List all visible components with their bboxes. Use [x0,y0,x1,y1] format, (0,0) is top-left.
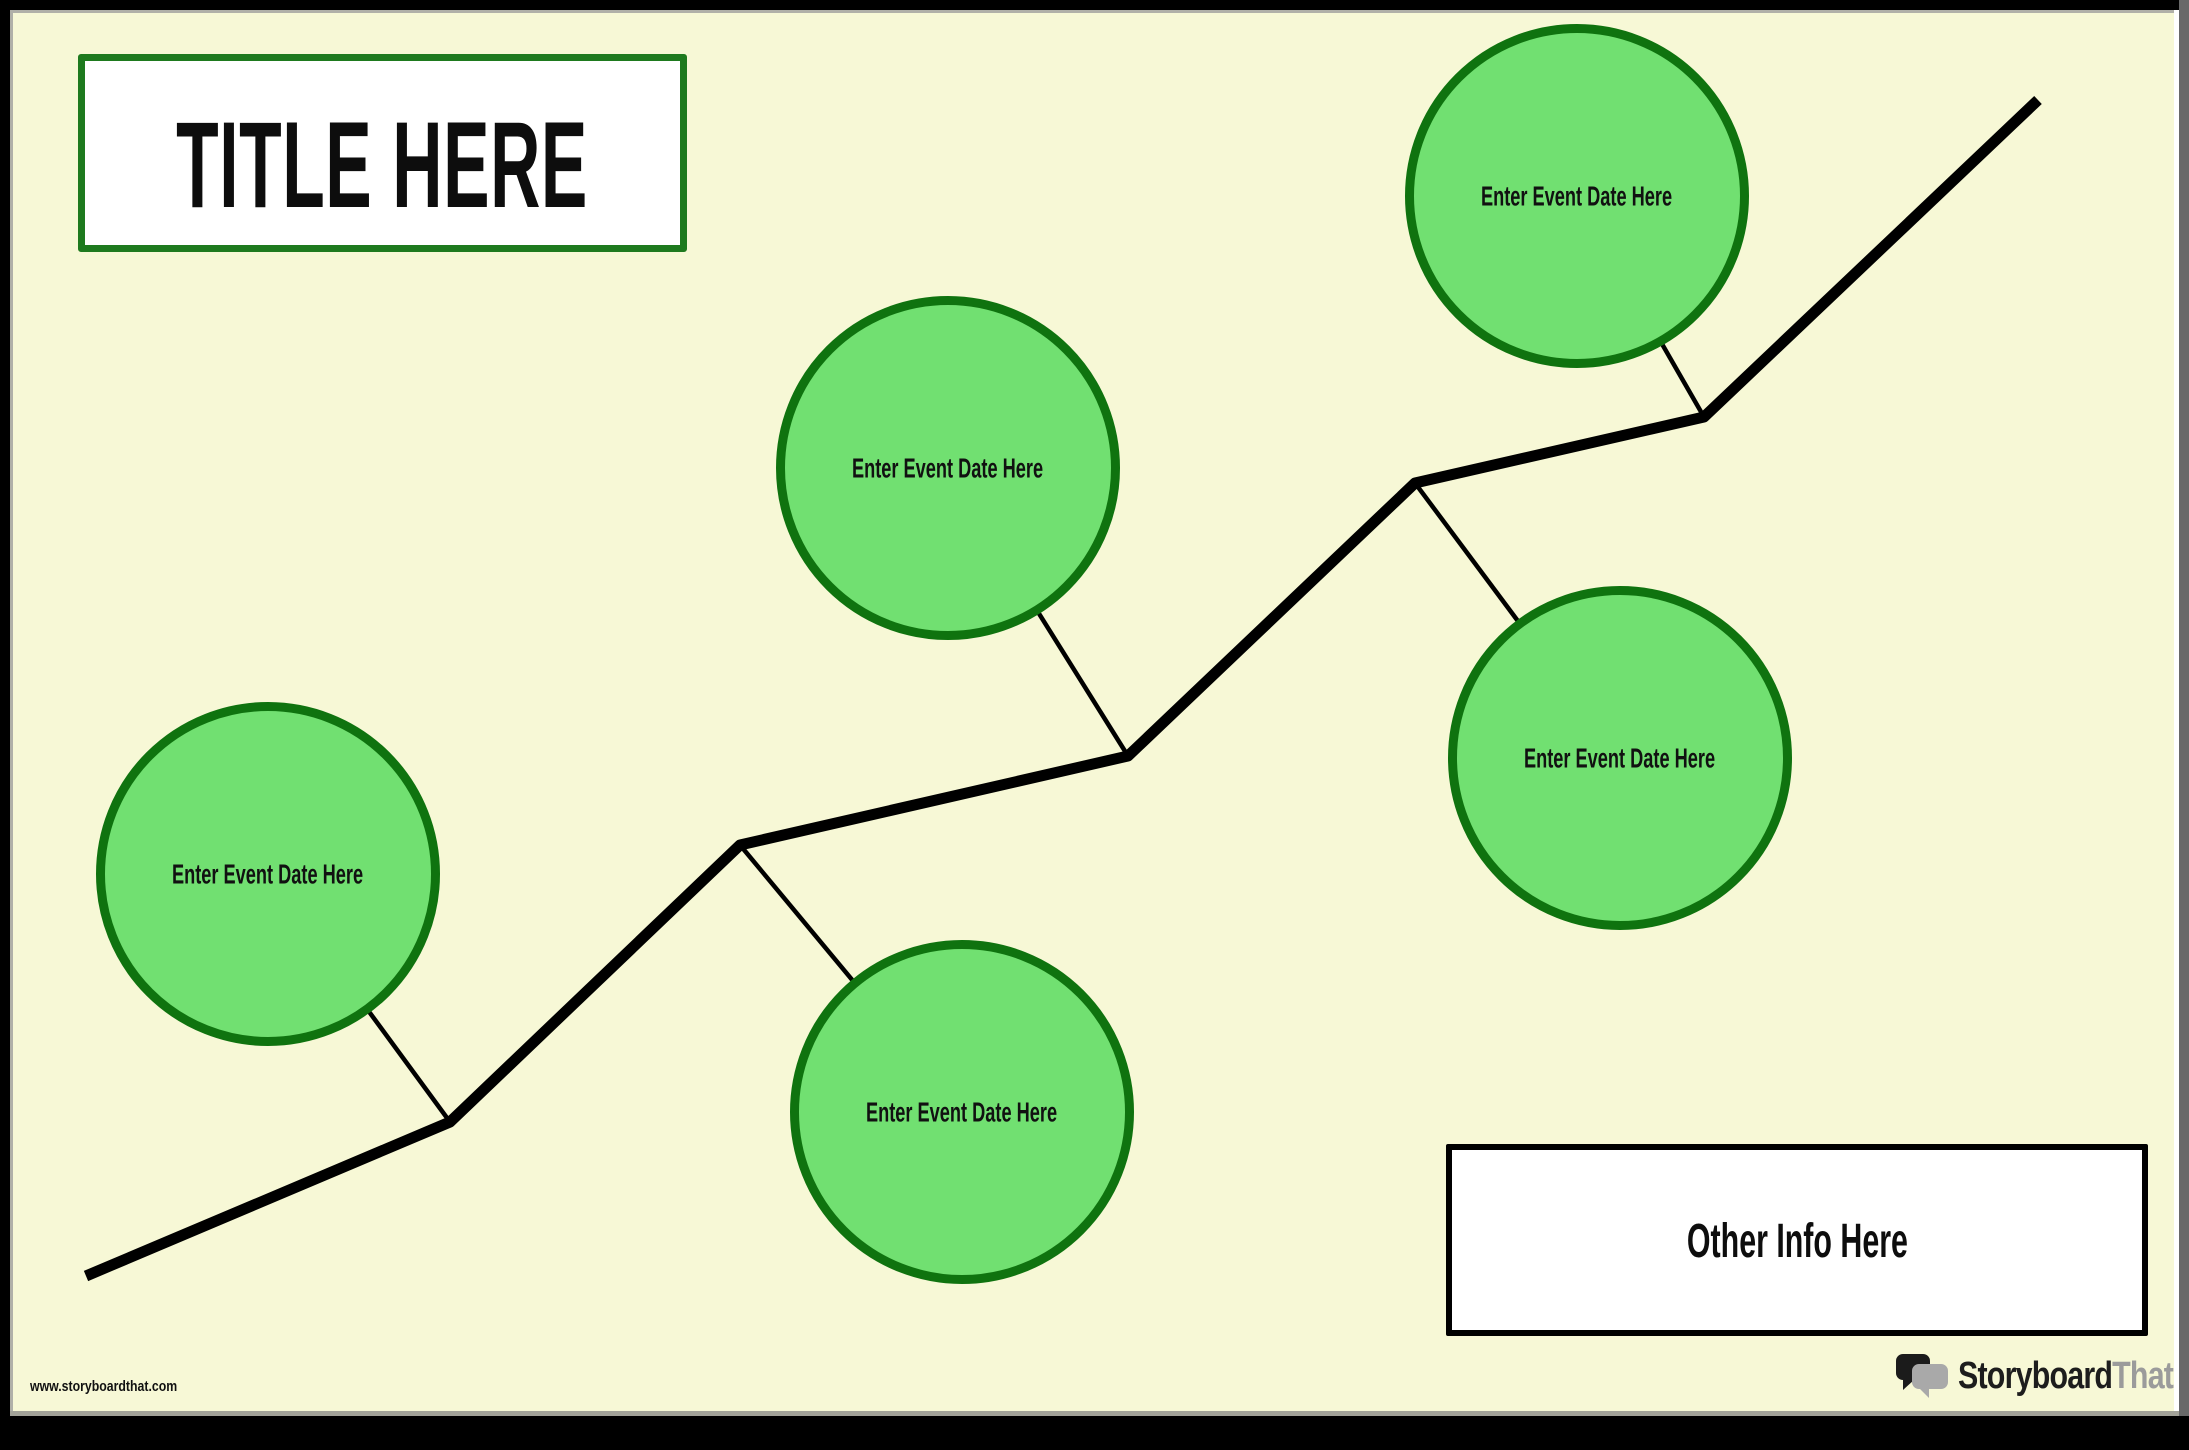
event-date-label: Enter Event Date Here [1481,179,1673,212]
speech-bubbles-icon [1896,1354,1948,1398]
storyboardthat-logo: StoryboardThat [1895,1352,2189,1400]
logo-text-storyboard: Storyboard [1958,1355,2113,1397]
other-info-label: Other Info Here [1686,1212,1908,1268]
event-date-label: Enter Event Date Here [852,451,1044,484]
frame-inner-line-right [2174,10,2179,1412]
title-box[interactable]: TITLE HERE [78,54,687,252]
event-date-label: Enter Event Date Here [1524,741,1716,774]
event-circle-5[interactable]: Enter Event Date Here [1448,586,1792,930]
frame-inner-line-top [10,10,2179,13]
event-circle-1[interactable]: Enter Event Date Here [96,702,440,1046]
frame-border-left [0,0,10,1450]
logo-text-that: That [2112,1355,2174,1397]
event-circle-3[interactable]: Enter Event Date Here [790,940,1134,1284]
page-title: TITLE HERE [176,96,589,234]
event-circle-4[interactable]: Enter Event Date Here [1405,24,1749,368]
event-circle-2[interactable]: Enter Event Date Here [776,296,1120,640]
frame-border-right [2179,0,2189,1450]
timeline-line [83,96,2042,1282]
event-date-label: Enter Event Date Here [866,1095,1058,1128]
event-date-label: Enter Event Date Here [172,857,364,890]
speech-bubble-gray [1912,1364,1948,1398]
other-info-box[interactable]: Other Info Here [1446,1144,2148,1336]
logo-text: StoryboardThat [1958,1355,2174,1397]
frame-inner-line-bottom [0,1411,2189,1416]
frame-border-bottom [0,1416,2189,1450]
frame-border-top [0,0,2189,10]
site-url: www.storyboardthat.com [30,1378,178,1395]
frame-inner-line-left [10,10,13,1416]
